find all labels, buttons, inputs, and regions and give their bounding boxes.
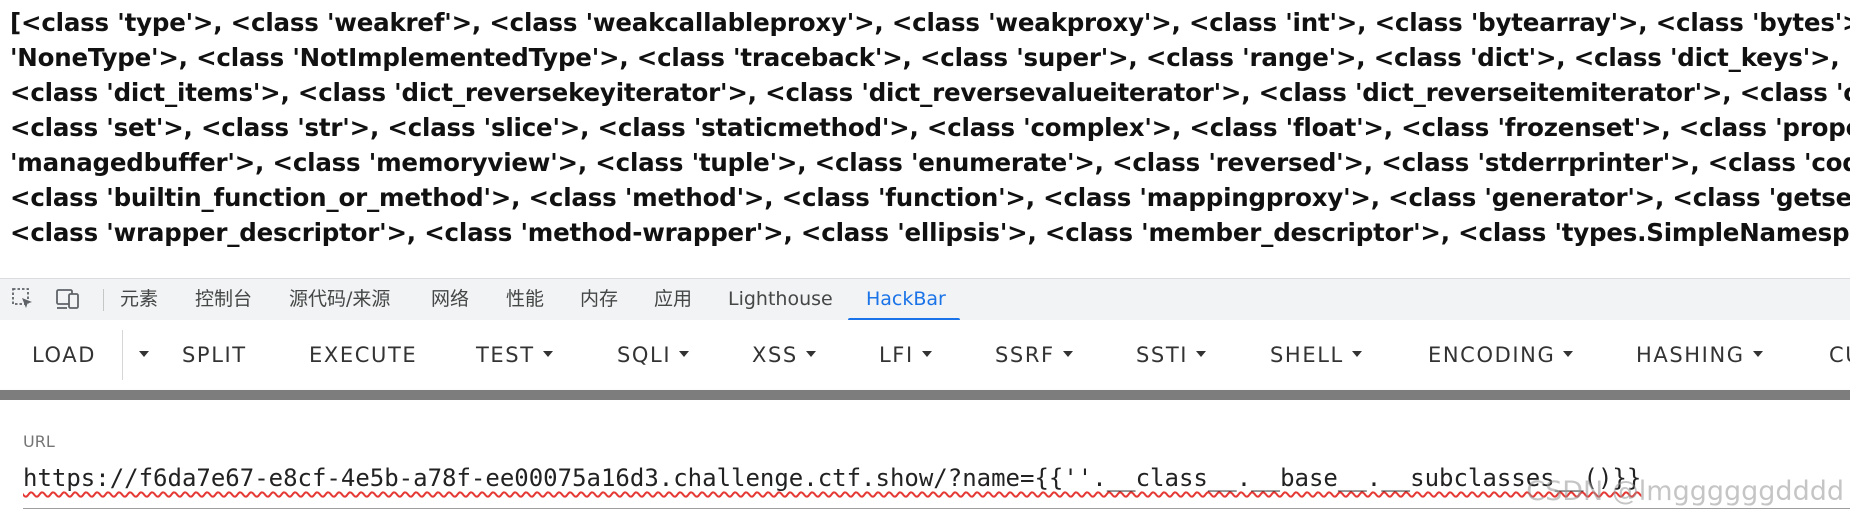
- encoding-menu-label: ENCODING: [1428, 343, 1556, 367]
- output-line: <class 'dict_items'>, <class 'dict_rever…: [10, 78, 1850, 107]
- hackbar-toolbar: LOAD SPLIT EXECUTE TEST SQLI XSS LFI SSR…: [0, 320, 1850, 390]
- execute-button[interactable]: EXECUTE: [309, 343, 418, 367]
- load-button[interactable]: LOAD: [32, 343, 97, 367]
- tab-network[interactable]: 网络: [431, 288, 470, 310]
- tab-application[interactable]: 应用: [654, 288, 693, 310]
- url-input[interactable]: https://f6da7e67-e8cf-4e5b-a78f-ee00075a…: [23, 464, 1642, 492]
- output-line: 'managedbuffer'>, <class 'memoryview'>, …: [10, 148, 1850, 177]
- page-output-text: [<class 'type'>, <class 'weakref'>, <cla…: [10, 8, 1850, 247]
- load-divider: [122, 330, 123, 380]
- output-line: <class 'set'>, <class 'str'>, <class 'sl…: [10, 113, 1850, 142]
- chevron-down-icon: [542, 351, 553, 357]
- chevron-down-icon: [1062, 351, 1073, 357]
- chevron-down-icon: [1351, 351, 1362, 357]
- tab-performance[interactable]: 性能: [506, 288, 545, 310]
- tab-hackbar[interactable]: HackBar: [866, 288, 946, 310]
- tabbar-divider: [103, 289, 104, 311]
- tab-lighthouse[interactable]: Lighthouse: [728, 288, 833, 310]
- chevron-down-icon: [921, 351, 932, 357]
- encoding-menu-button[interactable]: ENCODING: [1428, 320, 1574, 390]
- test-menu-button[interactable]: TEST: [476, 320, 553, 390]
- load-dropdown-button[interactable]: [131, 320, 149, 390]
- chevron-down-icon: [1752, 351, 1763, 357]
- ssti-menu-button[interactable]: SSTI: [1136, 320, 1207, 390]
- output-line: <class 'wrapper_descriptor'>, <class 'me…: [10, 218, 1850, 247]
- lfi-menu-button[interactable]: LFI: [879, 320, 932, 390]
- tab-console[interactable]: 控制台: [195, 288, 253, 310]
- tab-elements[interactable]: 元素: [120, 288, 159, 310]
- xss-menu-label: XSS: [752, 343, 798, 367]
- shell-menu-label: SHELL: [1270, 343, 1344, 367]
- chevron-down-icon: [139, 351, 149, 357]
- split-button[interactable]: SPLIT: [182, 343, 247, 367]
- output-line: 'NoneType'>, <class 'NotImplementedType'…: [10, 43, 1850, 72]
- url-label: URL: [23, 432, 55, 451]
- custom-menu-button[interactable]: CU: [1829, 343, 1850, 367]
- chevron-down-icon: [1196, 351, 1207, 357]
- ssrf-menu-button[interactable]: SSRF: [995, 320, 1073, 390]
- chevron-down-icon: [805, 351, 816, 357]
- test-menu-label: TEST: [476, 343, 535, 367]
- hashing-menu-button[interactable]: HASHING: [1636, 320, 1763, 390]
- toolbar-shadow-bar: [0, 390, 1850, 400]
- active-tab-indicator: [848, 318, 960, 321]
- sqli-menu-button[interactable]: SQLI: [617, 320, 690, 390]
- tab-memory[interactable]: 内存: [580, 288, 619, 310]
- chevron-down-icon: [1563, 351, 1574, 357]
- inspect-element-icon[interactable]: [10, 286, 36, 312]
- shell-menu-button[interactable]: SHELL: [1270, 320, 1362, 390]
- lfi-menu-label: LFI: [879, 343, 914, 367]
- output-line: <class 'builtin_function_or_method'>, <c…: [10, 183, 1850, 212]
- tab-sources[interactable]: 源代码/来源: [289, 288, 391, 310]
- chevron-down-icon: [679, 351, 690, 357]
- hashing-menu-label: HASHING: [1636, 343, 1745, 367]
- devtools-tab-bar: 元素 控制台 源代码/来源 网络 性能 内存 应用 Lighthouse Hac…: [0, 278, 1850, 321]
- output-line: [<class 'type'>, <class 'weakref'>, <cla…: [10, 8, 1850, 37]
- ssti-menu-label: SSTI: [1136, 343, 1189, 367]
- url-input-underline: [23, 508, 1850, 509]
- sqli-menu-label: SQLI: [617, 343, 672, 367]
- xss-menu-button[interactable]: XSS: [752, 320, 816, 390]
- ssrf-menu-label: SSRF: [995, 343, 1055, 367]
- device-toolbar-icon[interactable]: [55, 286, 81, 312]
- url-section: URL https://f6da7e67-e8cf-4e5b-a78f-ee00…: [0, 400, 1850, 524]
